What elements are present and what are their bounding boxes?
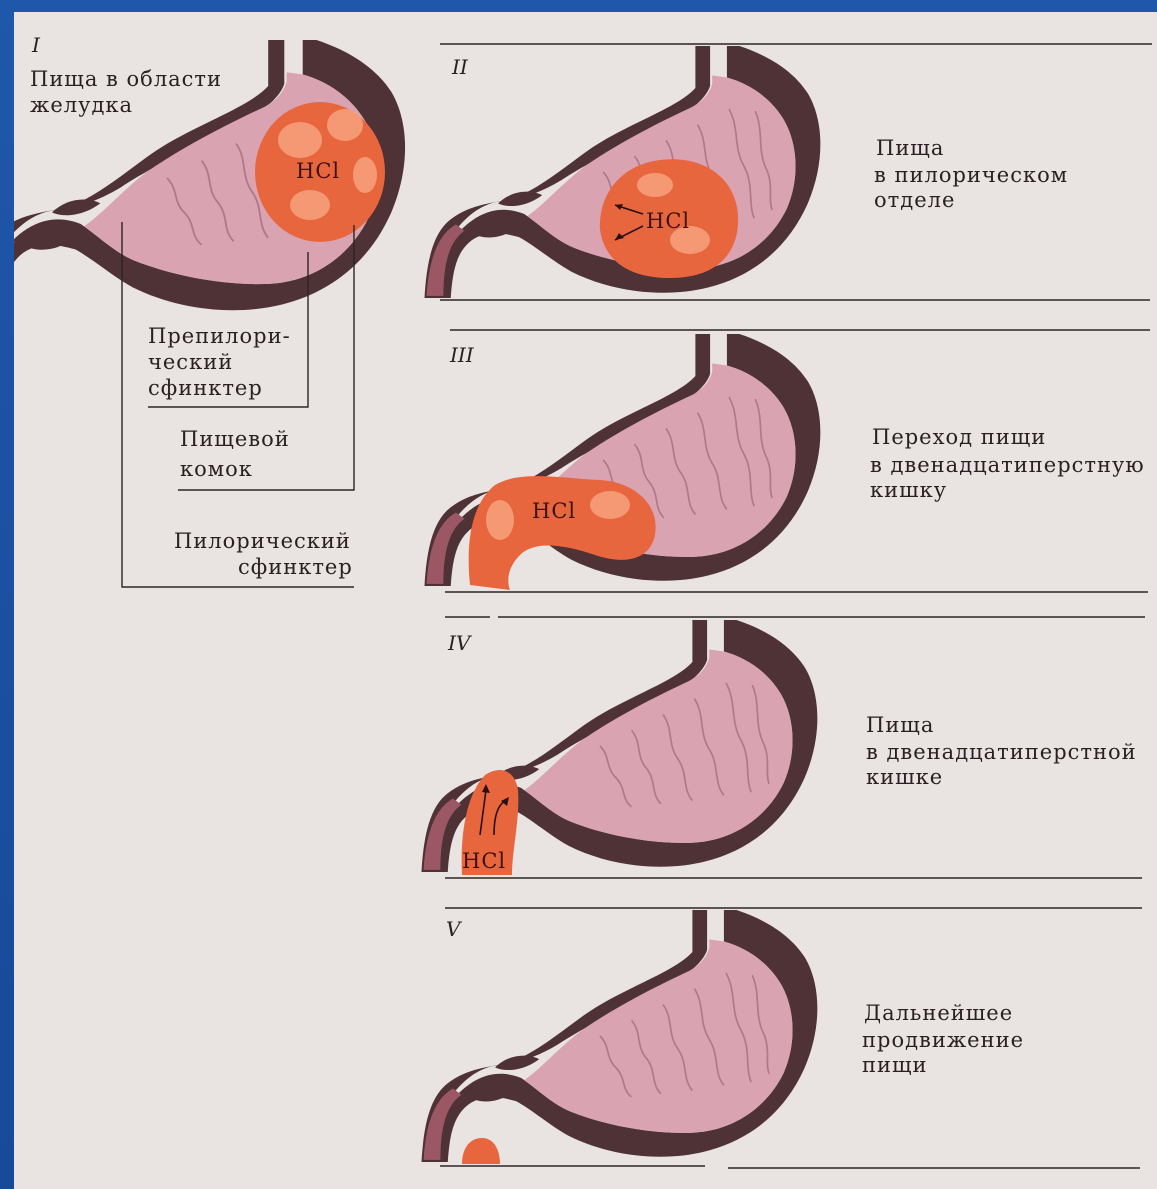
panel-2: II HCl Пища в пилорическом отделе bbox=[425, 46, 1069, 298]
callout-prepyloric-line-2: ческий bbox=[148, 350, 233, 374]
panel-4-caption-line-2: в двенадцатиперстной bbox=[866, 740, 1137, 764]
panel-4: IV HCl Пища в двенадцатиперстной кишке bbox=[422, 620, 1137, 875]
panel-5-numeral: V bbox=[446, 917, 463, 941]
panel-1-caption-line-1: Пища в области bbox=[30, 67, 222, 91]
panel-4-numeral: IV bbox=[447, 631, 473, 655]
hcl-label-3: HCl bbox=[532, 499, 576, 523]
panel-2-caption-line-3: отделе bbox=[874, 188, 955, 212]
panel-5-caption-line-2: продвижение bbox=[862, 1028, 1024, 1052]
panel-3: III HCl Переход пищи в двенадцатиперстну… bbox=[425, 334, 1145, 590]
panel-5-caption-line-1: Дальнейшее bbox=[864, 1001, 1013, 1025]
callout-pyloric-line-1: Пилорический bbox=[174, 529, 351, 553]
panel-1: I Пища в области желудка HCl Препилори- … bbox=[14, 33, 405, 587]
hcl-label-2: HCl bbox=[646, 209, 690, 233]
diagram-canvas: I Пища в области желудка HCl Препилори- … bbox=[14, 12, 1157, 1189]
food-bolus-5 bbox=[462, 1138, 500, 1164]
panel-1-numeral: I bbox=[31, 33, 41, 57]
callout-prepyloric-line-3: сфинктер bbox=[148, 376, 263, 400]
panel-3-caption-line-2: в двенадцатиперстную bbox=[870, 453, 1145, 477]
hcl-label-4: HCl bbox=[462, 849, 506, 873]
callout-pyloric-line-2: сфинктер bbox=[238, 555, 353, 579]
panel-2-caption-line-2: в пилорическом bbox=[874, 163, 1068, 187]
gastric-emptying-diagram: I Пища в области желудка HCl Препилори- … bbox=[14, 12, 1157, 1189]
panel-4-caption-line-1: Пища bbox=[866, 713, 934, 737]
panel-3-caption-line-1: Переход пищи bbox=[872, 425, 1046, 449]
panel-3-numeral: III bbox=[449, 343, 475, 367]
callout-bolus-line-2: комок bbox=[180, 457, 253, 481]
hcl-label-1: HCl bbox=[296, 159, 340, 183]
callout-bolus-line-1: Пищевой bbox=[180, 427, 290, 451]
panel-5-caption-line-3: пищи bbox=[862, 1053, 928, 1077]
stomach-illustration-5 bbox=[422, 910, 818, 1162]
panel-4-caption-line-3: кишке bbox=[866, 765, 943, 789]
panel-3-caption-line-3: кишку bbox=[870, 478, 947, 502]
panel-5: V Дальнейшее продвижение пищи bbox=[422, 910, 1025, 1164]
panel-1-caption-line-2: желудка bbox=[30, 93, 133, 117]
panel-2-caption-line-1: Пища bbox=[876, 136, 944, 160]
panel-2-numeral: II bbox=[451, 55, 469, 79]
callout-prepyloric-line-1: Препилори- bbox=[148, 324, 291, 348]
